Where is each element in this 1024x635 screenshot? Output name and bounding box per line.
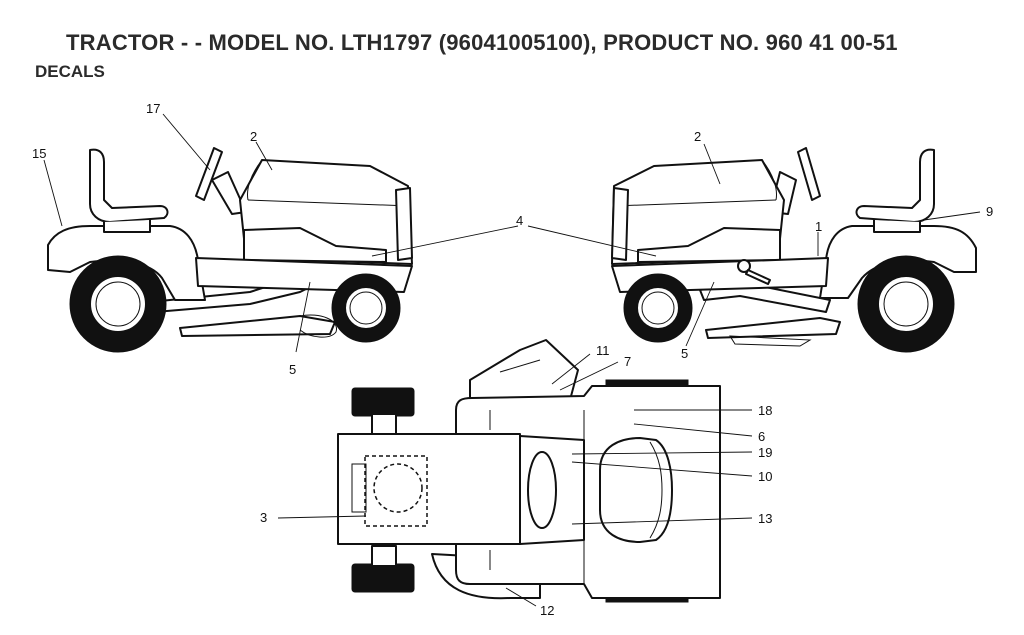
tractor-right-side-view: [611, 147, 977, 353]
page-subtitle: DECALS: [35, 62, 105, 81]
callout-17: 17: [146, 101, 160, 116]
callout-2-left: 2: [250, 129, 257, 144]
tractor-left-side-view: [47, 147, 413, 353]
callout-12: 12: [540, 603, 554, 618]
callout-9: 9: [986, 204, 993, 219]
page-title: TRACTOR - - MODEL NO. LTH1797 (960410051…: [66, 30, 898, 55]
callout-19: 19: [758, 445, 772, 460]
leader-lines: [43, 113, 981, 607]
callout-18: 18: [758, 403, 772, 418]
callout-1: 1: [815, 219, 822, 234]
callout-13: 13: [758, 511, 772, 526]
callout-5-left: 5: [289, 362, 296, 377]
callout-4: 4: [516, 213, 523, 228]
callout-10: 10: [758, 469, 772, 484]
callout-11: 11: [596, 343, 610, 358]
callout-2-right: 2: [694, 129, 701, 144]
callout-15: 15: [32, 146, 46, 161]
callout-3: 3: [260, 510, 267, 525]
callout-labels: 17 2 15 4 5 2 1 9 5 11 7 18 6 19 10 13 3…: [32, 101, 993, 618]
callout-5-right: 5: [681, 346, 688, 361]
callout-7: 7: [624, 354, 631, 369]
callout-6: 6: [758, 429, 765, 444]
tractor-top-view: [337, 339, 721, 603]
